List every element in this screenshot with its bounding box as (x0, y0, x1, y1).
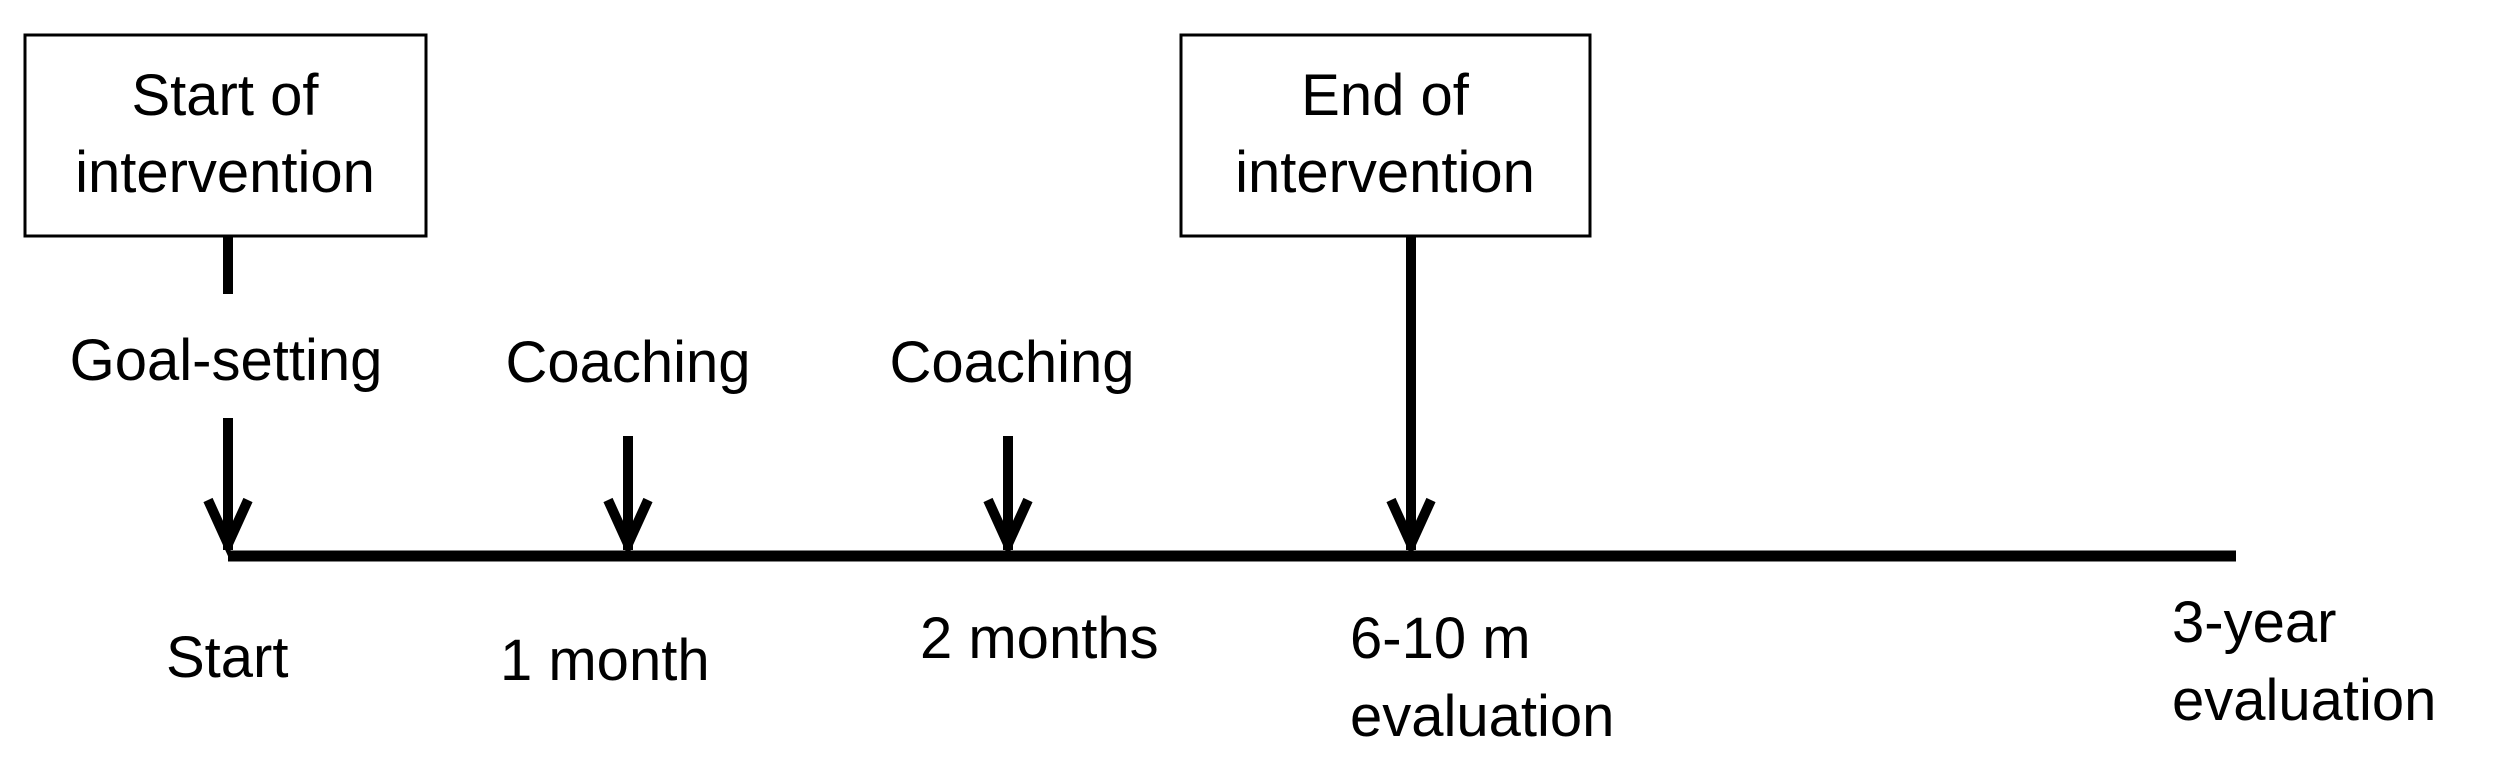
arrow-end-of-intervention (1386, 236, 1436, 557)
start-box-line1: Start of (132, 63, 320, 128)
arrow-goal-setting (203, 418, 253, 557)
timepoint-label-6-10m-line1: 6-10 m (1350, 606, 1531, 671)
timepoint-label-3-year-line2: evaluation (2172, 668, 2436, 733)
end-of-intervention-box: End of intervention (1179, 33, 1592, 238)
end-box-line1: End of (1301, 63, 1470, 128)
timepoint-label-start: Start (166, 625, 289, 690)
arrow-coaching-1 (603, 436, 653, 557)
event-label-goal-setting: Goal-setting (70, 328, 383, 393)
start-box-line2: intervention (75, 140, 375, 205)
event-label-coaching-2: Coaching (889, 330, 1134, 395)
timepoint-label-2-months: 2 months (920, 606, 1159, 671)
timepoint-label-3-year-line1: 3-year (2172, 590, 2336, 655)
event-label-coaching-1: Coaching (505, 330, 750, 395)
timepoint-label-6-10m-line2: evaluation (1350, 684, 1614, 749)
timepoint-label-1-month: 1 month (500, 628, 710, 693)
start-of-intervention-box: Start of intervention (23, 33, 428, 238)
end-box-line2: intervention (1235, 140, 1535, 205)
arrow-coaching-2 (983, 436, 1033, 557)
